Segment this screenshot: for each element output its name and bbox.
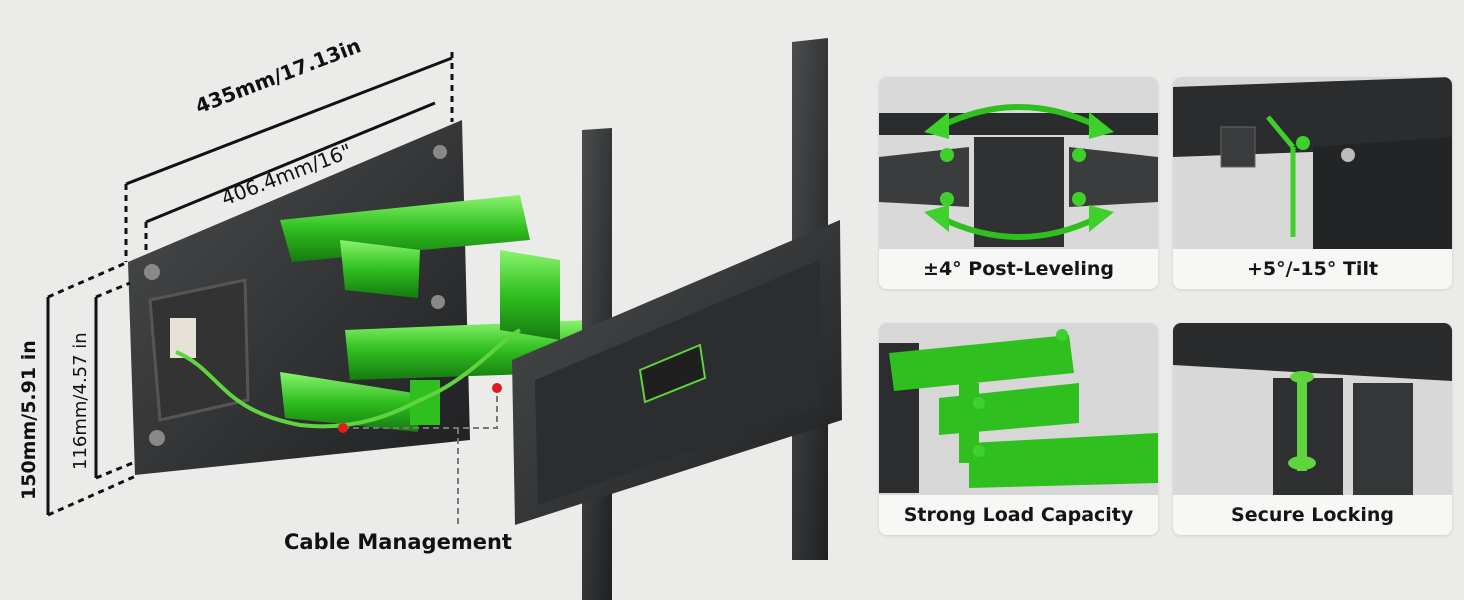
dimension-lines: [46, 52, 454, 517]
wall-bolt: [431, 295, 445, 309]
feature-card-post-leveling: ±4° Post-Leveling: [879, 77, 1158, 289]
feature-label: Secure Locking: [1173, 495, 1452, 535]
feature-card-load-capacity: Strong Load Capacity: [879, 323, 1158, 535]
outer-height-label: 150mm/5.91 in: [18, 340, 40, 500]
secure-locking-photo: [1173, 323, 1452, 495]
post-leveling-photo: [879, 77, 1158, 249]
wall-bolt: [149, 430, 165, 446]
wall-bolt: [144, 264, 160, 280]
feature-card-secure-locking: Secure Locking: [1173, 323, 1452, 535]
load-capacity-photo: [879, 323, 1158, 495]
cable-clip-marker: [338, 423, 348, 433]
feature-card-tilt: +5°/-15° Tilt: [1173, 77, 1452, 289]
feature-label: Strong Load Capacity: [879, 495, 1158, 535]
wall-outlet: [170, 318, 196, 358]
feature-label: ±4° Post-Leveling: [879, 249, 1158, 289]
feature-label: +5°/-15° Tilt: [1173, 249, 1452, 289]
cable-callout-line: [343, 388, 498, 526]
wall-bolt: [433, 145, 447, 159]
tv-bracket: [512, 38, 842, 600]
wall-mount-illustration: [46, 38, 842, 600]
tilt-photo: [1173, 77, 1452, 249]
inner-height-label: 116mm/4.57 in: [70, 332, 91, 470]
green-cable: [175, 328, 521, 429]
usx-mount-badge: [638, 343, 707, 404]
cable-clip-marker: [492, 383, 502, 393]
cable-management-label: Cable Management: [284, 530, 512, 554]
